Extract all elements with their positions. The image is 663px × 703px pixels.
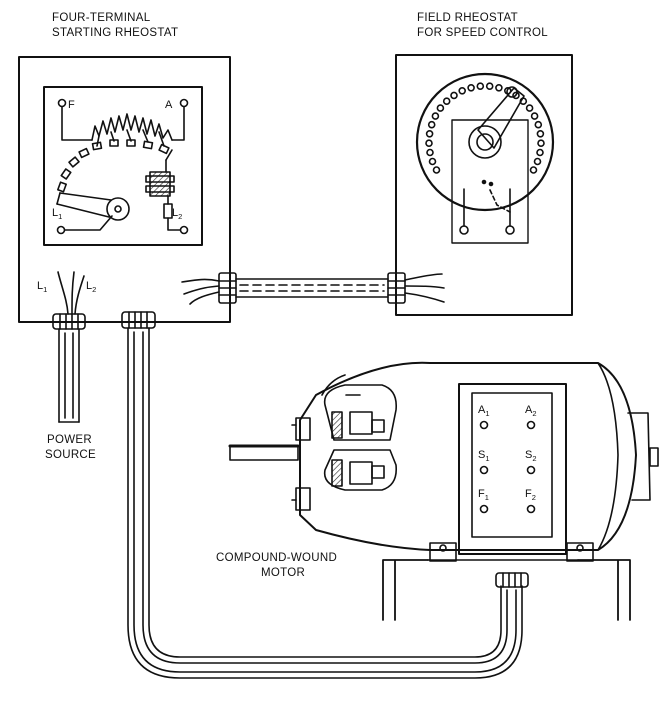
starter-lever-arm[interactable] — [56, 192, 130, 221]
field-contact-stud — [530, 112, 539, 120]
field-rheostat-title-line1: FIELD RHEOSTAT — [417, 12, 518, 24]
terminal-a — [179, 98, 189, 108]
cable-label-l1: L1 — [37, 280, 47, 294]
motor-terminal-post — [479, 420, 489, 430]
starting-rheostat: F A L1 L2 — [18, 56, 231, 323]
field-rheostat-knob[interactable] — [468, 86, 525, 159]
power-source-label-line2: SOURCE — [45, 449, 96, 461]
motor-terminal-post — [526, 420, 536, 430]
motor-conduit — [121, 311, 529, 679]
motor-terminal-label: S1 — [478, 449, 490, 463]
field-contact-stud — [431, 112, 440, 120]
starting-rheostat-title-line1: FOUR-TERMINAL — [52, 12, 151, 24]
field-contact-stud — [533, 157, 542, 166]
motor-terminal-post — [479, 504, 489, 514]
field-contact-studs — [425, 82, 545, 174]
terminal-l1 — [56, 225, 66, 235]
field-contact-stud — [432, 166, 441, 174]
motor-label-line2: MOTOR — [261, 567, 305, 579]
motor-terminal-label: A2 — [525, 404, 537, 418]
motor-terminal-label: A1 — [478, 404, 490, 418]
field-contact-stud — [525, 104, 534, 112]
motor-terminal-label: S2 — [525, 449, 537, 463]
field-contact-stud — [467, 84, 475, 92]
field-contact-stud — [485, 82, 494, 90]
field-contact-stud — [427, 120, 436, 129]
label-f: F — [68, 99, 75, 111]
field-contact-stud — [537, 139, 545, 147]
label-a: A — [165, 99, 173, 111]
motor-terminal-post — [479, 465, 489, 475]
terminal-f — [57, 98, 67, 108]
field-rheostat — [395, 54, 573, 316]
field-contact-stud — [442, 97, 451, 105]
power-source-conduit — [52, 313, 86, 423]
field-contact-stud — [450, 91, 458, 100]
field-contact-stud — [426, 148, 434, 157]
terminal-l2 — [179, 225, 189, 235]
field-terminal-left — [459, 225, 469, 235]
motor-shaft — [228, 444, 300, 461]
field-contact-stud — [458, 87, 467, 95]
resistance-coil — [91, 113, 173, 141]
field-terminal-right — [505, 225, 515, 235]
field-contact-stud — [529, 166, 538, 174]
field-contact-stud — [425, 130, 434, 138]
field-contact-stud — [512, 91, 520, 100]
motor-terminal-label: F2 — [525, 488, 536, 502]
label-l2: L2 — [172, 207, 182, 221]
field-contact-stud — [536, 130, 545, 138]
field-contact-stud — [495, 84, 503, 92]
motor-terminal-post — [526, 465, 536, 475]
field-contact-stud — [534, 120, 543, 129]
field-contact-stud — [428, 157, 437, 166]
cable-label-l2: L2 — [86, 280, 96, 294]
field-contact-stud — [536, 148, 544, 157]
contact-studs — [57, 139, 170, 193]
motor-terminal-post — [526, 504, 536, 514]
label-l1: L1 — [52, 207, 62, 221]
field-contact-stud — [425, 139, 433, 147]
field-contact-stud — [436, 104, 445, 112]
starting-rheostat-title-line2: STARTING RHEOSTAT — [52, 27, 178, 39]
holding-magnet — [145, 149, 175, 197]
motor-label-line1: COMPOUND-WOUND — [216, 552, 337, 564]
field-rheostat-title-line2: FOR SPEED CONTROL — [417, 27, 548, 39]
series-resistor — [163, 203, 173, 219]
motor-terminal-label: F1 — [478, 488, 489, 502]
power-source-label-line1: POWER — [47, 434, 92, 446]
connecting-conduit — [181, 272, 445, 305]
field-contact-stud — [476, 82, 485, 90]
